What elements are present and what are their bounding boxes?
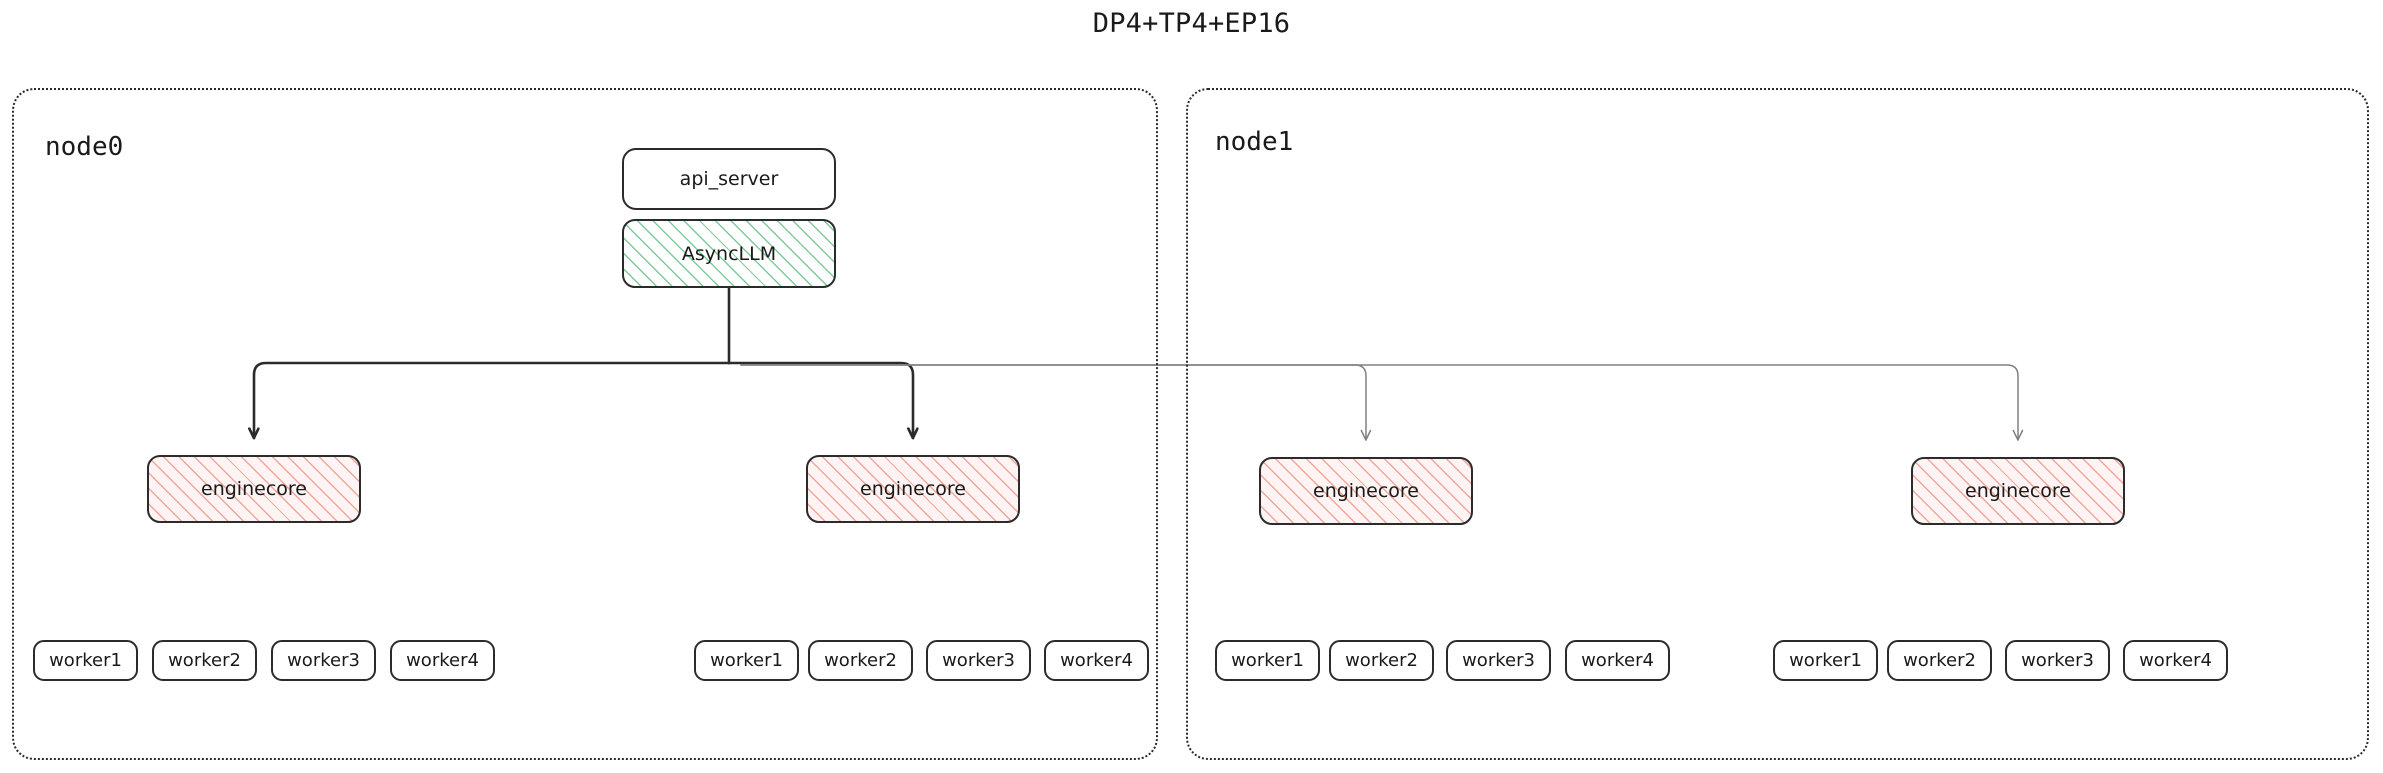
worker-label: worker2 [1903, 650, 1976, 671]
worker-label: worker3 [1462, 650, 1535, 671]
worker-box[interactable]: worker3 [926, 640, 1031, 681]
worker-box[interactable]: worker2 [1887, 640, 1992, 681]
enginecore-box-node0-2[interactable]: enginecore [806, 455, 1020, 523]
worker-label: worker4 [2139, 650, 2212, 671]
worker-box[interactable]: worker4 [1044, 640, 1149, 681]
worker-label: worker3 [287, 650, 360, 671]
node-container-node0 [12, 88, 1158, 760]
enginecore-label: enginecore [860, 478, 966, 500]
node-label-node1: node1 [1215, 127, 1294, 157]
enginecore-box-node1-1[interactable]: enginecore [1259, 457, 1473, 525]
worker-label: worker2 [168, 650, 241, 671]
worker-box[interactable]: worker2 [808, 640, 913, 681]
worker-label: worker4 [1581, 650, 1654, 671]
worker-box[interactable]: worker3 [271, 640, 376, 681]
worker-label: worker1 [49, 650, 122, 671]
worker-box[interactable]: worker1 [1215, 640, 1320, 681]
worker-box[interactable]: worker1 [694, 640, 799, 681]
worker-label: worker3 [942, 650, 1015, 671]
worker-label: worker1 [710, 650, 783, 671]
asyncllm-label: AsyncLLM [681, 242, 777, 265]
node-container-node1 [1186, 88, 2369, 760]
worker-label: worker4 [406, 650, 479, 671]
api-server-label: api_server [679, 168, 779, 190]
node-label-node0: node0 [45, 132, 124, 162]
worker-label: worker3 [2021, 650, 2094, 671]
diagram-title: DP4+TP4+EP16 [1092, 8, 1291, 39]
worker-box[interactable]: worker3 [1446, 640, 1551, 681]
worker-box[interactable]: worker1 [33, 640, 138, 681]
worker-box[interactable]: worker4 [390, 640, 495, 681]
worker-label: worker2 [824, 650, 897, 671]
worker-box[interactable]: worker2 [152, 640, 257, 681]
enginecore-label: enginecore [201, 478, 307, 500]
enginecore-label: enginecore [1313, 480, 1419, 502]
worker-label: worker1 [1231, 650, 1304, 671]
api-server-box[interactable]: api_server [622, 148, 836, 210]
worker-box[interactable]: worker3 [2005, 640, 2110, 681]
enginecore-box-node0-1[interactable]: enginecore [147, 455, 361, 523]
worker-label: worker2 [1345, 650, 1418, 671]
worker-box[interactable]: worker4 [2123, 640, 2228, 681]
worker-label: worker1 [1789, 650, 1862, 671]
worker-box[interactable]: worker2 [1329, 640, 1434, 681]
worker-label: worker4 [1060, 650, 1133, 671]
worker-box[interactable]: worker1 [1773, 640, 1878, 681]
worker-box[interactable]: worker4 [1565, 640, 1670, 681]
asyncllm-box[interactable]: AsyncLLM [622, 219, 836, 288]
enginecore-label: enginecore [1965, 480, 2071, 502]
enginecore-box-node1-2[interactable]: enginecore [1911, 457, 2125, 525]
